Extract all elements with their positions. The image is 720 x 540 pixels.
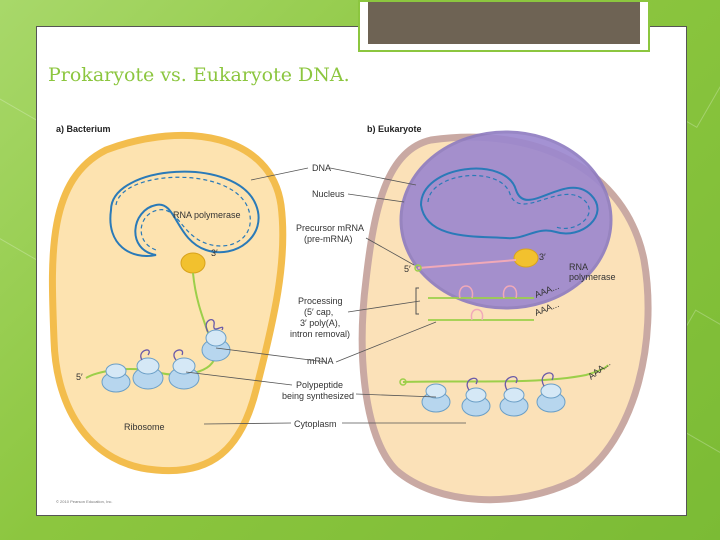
intron-removal-label: intron removal) <box>290 329 350 339</box>
bacterium-rna-polymerase-label: RNA polymerase <box>173 210 241 220</box>
processing-label: Processing <box>298 296 343 306</box>
precursor-mrna-label: Precursor mRNA <box>296 223 364 233</box>
eukaryote-mrna <box>402 364 609 383</box>
bacterium-rna-polymerase <box>180 252 206 274</box>
being-synthesized-label: being synthesized <box>282 391 354 401</box>
nucleus <box>399 130 613 310</box>
eukaryote-three-prime-label: 3′ <box>539 252 546 262</box>
eukaryote-dna-strand <box>427 174 590 229</box>
leader-lines <box>185 167 466 425</box>
poly-a-label: 3′ poly(A), <box>300 318 340 328</box>
eukaryote-rna-label: RNA <box>569 262 588 272</box>
processing-strands <box>415 285 534 321</box>
bacterium-dna <box>109 170 260 257</box>
polypeptide-label: Polypeptide <box>296 380 343 390</box>
bacterium-ribosome <box>132 349 164 390</box>
copyright-notice: © 2010 Pearson Education, Inc. <box>56 499 113 504</box>
title-tab <box>358 0 650 52</box>
title-tab-fill <box>368 2 640 44</box>
panel-a-heading: a) Bacterium <box>56 124 111 134</box>
bacterium-three-prime-label: 3′ <box>211 248 218 258</box>
five-prime-cap-label: (5′ cap, <box>304 307 333 317</box>
bacterium-dna-strand <box>115 176 251 251</box>
eukaryote-dna <box>419 167 599 240</box>
dna-diagram: a) Bacterium b) Eukaryote RNA polymerase… <box>48 124 652 504</box>
dna-label: DNA <box>312 163 331 173</box>
bacterium-five-prime-label: 5′ <box>76 372 83 382</box>
bacterium-ribosome <box>101 363 131 393</box>
cytoplasm-label: Cytoplasm <box>294 419 337 429</box>
eukaryote-ribosome <box>499 376 529 417</box>
eukaryote-rna-polymerase <box>513 248 539 268</box>
nucleus-label: Nucleus <box>312 189 345 199</box>
pre-mrna-label: (pre-mRNA) <box>304 234 353 244</box>
eukaryote-polymerase-label: polymerase <box>569 272 616 282</box>
slide-title: Prokaryote vs. Eukaryote DNA. <box>48 64 350 86</box>
pre-mrna <box>417 259 517 269</box>
eukaryote-ribosome <box>536 372 566 413</box>
eukaryote-five-prime-label: 5′ <box>404 264 411 274</box>
bacterium-cell <box>48 131 287 475</box>
eukaryote-ribosome <box>461 377 491 417</box>
panel-b-heading: b) Eukaryote <box>367 124 422 134</box>
bacterium-ribosome <box>201 319 231 362</box>
ribosome-label: Ribosome <box>124 422 165 432</box>
